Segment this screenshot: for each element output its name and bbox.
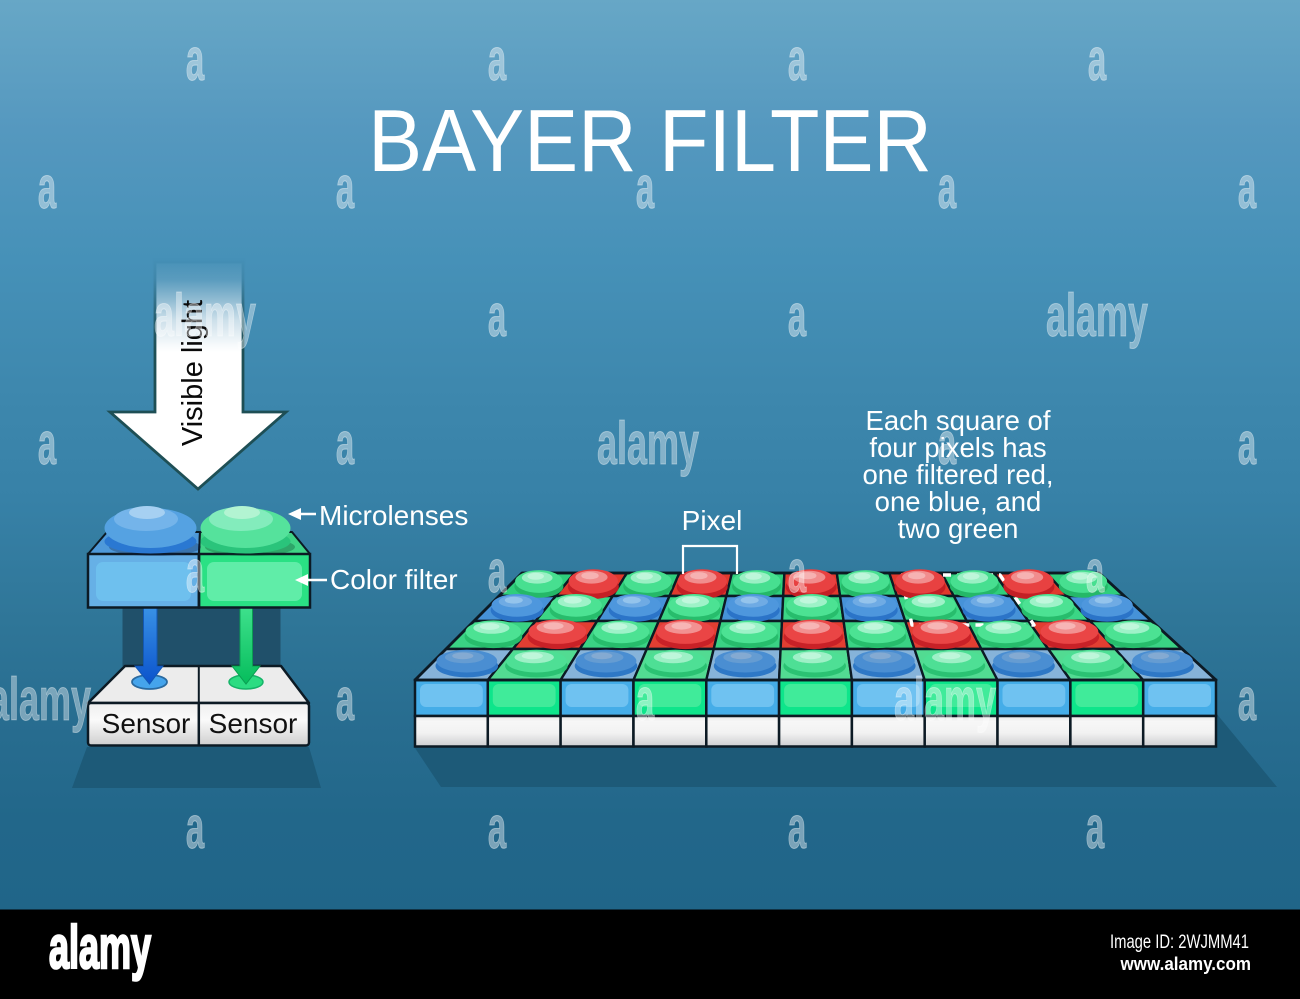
svg-text:a: a [1088,27,1107,94]
svg-text:Sensor: Sensor [209,708,298,739]
svg-text:a: a [186,539,205,606]
svg-text:a: a [788,795,807,862]
svg-text:a: a [186,27,205,94]
svg-text:alamy: alamy [0,667,91,734]
svg-text:one filtered red,: one filtered red, [862,459,1053,490]
svg-text:Pixel: Pixel [682,505,743,536]
svg-text:a: a [788,27,807,94]
svg-text:Image ID: 2WJMM41: Image ID: 2WJMM41 [1110,931,1249,952]
svg-text:a: a [1086,539,1105,606]
svg-text:a: a [336,667,355,734]
svg-text:a: a [938,411,957,478]
svg-text:a: a [488,283,507,350]
svg-text:a: a [938,155,957,222]
svg-text:a: a [488,795,507,862]
svg-text:a: a [788,283,807,350]
svg-text:a: a [38,411,57,478]
svg-text:alamy: alamy [894,667,996,734]
svg-text:four pixels has: four pixels has [869,432,1046,463]
svg-text:a: a [38,155,57,222]
svg-text:a: a [636,155,655,222]
svg-text:alamy: alamy [1046,283,1148,350]
svg-text:alamy: alamy [597,411,699,478]
svg-text:Each square of: Each square of [866,405,1051,436]
svg-text:www.alamy.com: www.alamy.com [1120,953,1251,974]
svg-text:Visible light: Visible light [177,300,209,446]
svg-text:a: a [336,155,355,222]
svg-text:alamy: alamy [154,283,256,350]
svg-text:Microlenses: Microlenses [319,500,468,531]
svg-text:a: a [788,539,807,606]
svg-text:two green: two green [898,513,1019,544]
svg-text:one blue, and: one blue, and [875,486,1042,517]
svg-text:BAYER FILTER: BAYER FILTER [368,91,932,190]
svg-text:Sensor: Sensor [102,708,191,739]
svg-text:a: a [636,667,655,734]
svg-text:a: a [1238,667,1257,734]
svg-text:a: a [488,27,507,94]
svg-text:a: a [1238,155,1257,222]
svg-text:alamy: alamy [49,915,151,982]
svg-text:a: a [1238,411,1257,478]
svg-text:a: a [336,411,355,478]
svg-text:a: a [186,795,205,862]
svg-text:Color filter: Color filter [330,564,458,595]
svg-text:a: a [488,539,507,606]
svg-text:a: a [1086,795,1105,862]
